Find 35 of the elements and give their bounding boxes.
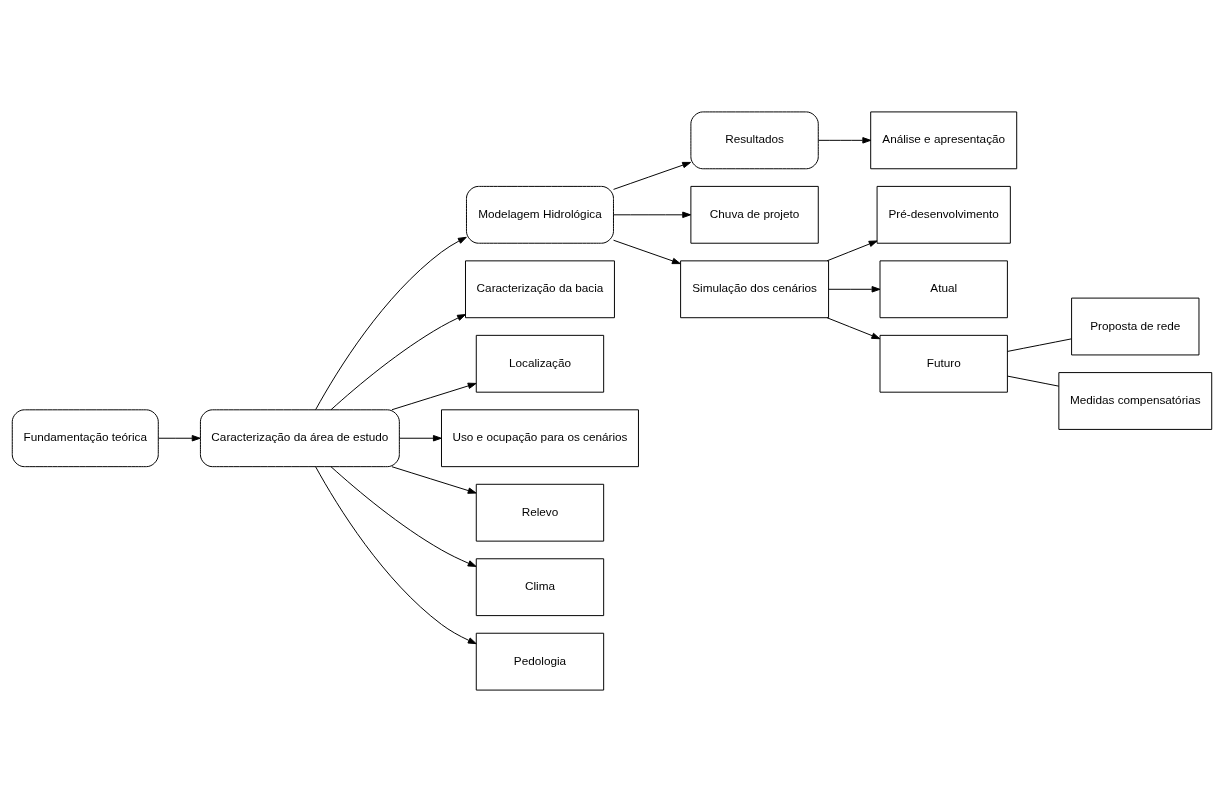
node-box: Relevo <box>475 483 605 542</box>
node-box: Caracterização da área de estudo <box>199 409 400 468</box>
node-box: Atual <box>879 260 1008 319</box>
arrow <box>826 240 878 262</box>
node-box: Pedologia <box>475 632 605 691</box>
arrow <box>391 382 477 411</box>
arrow <box>613 161 692 190</box>
node-box: Medidas compensatórias <box>1058 372 1213 430</box>
arrow <box>398 435 442 442</box>
arrow <box>391 466 477 494</box>
arrow <box>613 239 681 265</box>
arrow <box>315 236 467 411</box>
node-box: Caracterização da bacia <box>465 260 615 319</box>
node-box: Resultados <box>690 111 819 170</box>
node-box: Modelagem Hidrológica <box>466 185 614 244</box>
node-box: Proposta de rede <box>1071 297 1200 356</box>
node-box: Simulação dos cenários <box>680 260 830 319</box>
arrow <box>817 137 872 144</box>
arrow <box>315 466 477 645</box>
arrow <box>828 286 881 293</box>
node-box: Localização <box>475 334 605 393</box>
arrow <box>330 466 477 567</box>
arrow <box>158 435 201 442</box>
arrow <box>826 317 881 340</box>
node-box: Futuro <box>879 334 1008 393</box>
arrow <box>330 314 466 411</box>
arrow <box>613 211 692 219</box>
node-box: Pré-desenvolvimento <box>876 185 1011 244</box>
node-box: Uso e ocupação para os cenários <box>441 409 639 468</box>
connector <box>1007 375 1060 387</box>
node-box: Análise e apresentação <box>870 111 1018 170</box>
node-box: Clima <box>475 558 605 617</box>
connector <box>1007 338 1072 352</box>
node-box: Chuva de projeto <box>690 185 819 244</box>
node-box: Fundamentação teórica <box>11 409 159 468</box>
